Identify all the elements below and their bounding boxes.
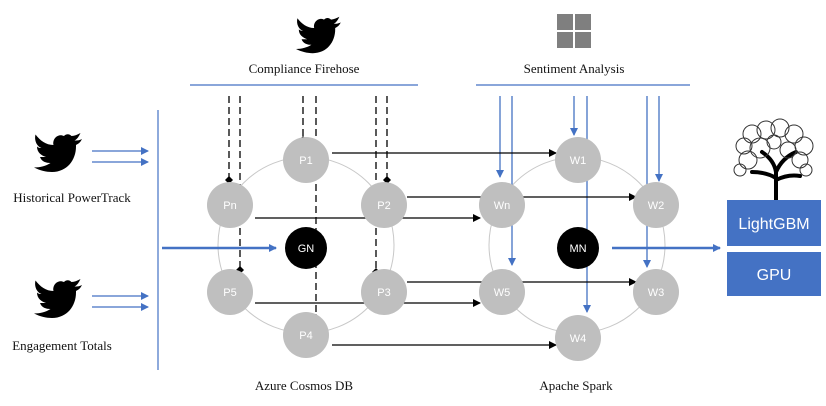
node-p2-label: P2: [377, 200, 390, 212]
spark-nodes: W1 W2 W3 W4 W5 Wn MN: [479, 137, 679, 361]
node-gn-label: GN: [298, 243, 315, 255]
node-w2: [633, 182, 679, 228]
cosmos-label: Azure Cosmos DB: [255, 378, 354, 393]
node-w3: [633, 269, 679, 315]
sentiment-label: Sentiment Analysis: [524, 61, 625, 76]
twitter-icon: [34, 279, 82, 318]
node-w5: [479, 269, 525, 315]
node-wn: [479, 182, 525, 228]
node-w4: [555, 315, 601, 361]
node-p5-label: P5: [223, 287, 236, 299]
lightgbm-label: LightGBM: [738, 216, 809, 233]
tree-icon: [733, 118, 814, 202]
cosmos-nodes: P1 P2 P3 P4 P5 Pn GN: [207, 137, 407, 358]
compliance-label: Compliance Firehose: [249, 61, 360, 76]
node-p1-label: P1: [299, 155, 312, 167]
node-p1: [283, 137, 329, 183]
node-w4-label: W4: [570, 333, 587, 345]
node-p4-label: P4: [299, 330, 312, 342]
historical-label: Historical PowerTrack: [13, 190, 131, 205]
sentiment-arrows: [496, 96, 663, 313]
lightgbm-box: [727, 200, 821, 246]
node-w1-label: W1: [570, 155, 587, 167]
node-w5-label: W5: [494, 287, 511, 299]
node-mn: [557, 227, 599, 269]
node-gn: [285, 227, 327, 269]
node-pn: [207, 182, 253, 228]
node-p3-label: P3: [377, 287, 390, 299]
engagement-label: Engagement Totals: [12, 338, 112, 353]
grid-icon: [557, 14, 591, 48]
node-p5: [207, 269, 253, 315]
node-pn-label: Pn: [223, 200, 236, 212]
node-w1: [555, 137, 601, 183]
twitter-icon: [296, 16, 341, 54]
node-mn-label: MN: [569, 243, 586, 255]
node-w2-label: W2: [648, 200, 665, 212]
node-w3-label: W3: [648, 287, 665, 299]
node-p3: [361, 269, 407, 315]
input-arrows: [92, 147, 149, 311]
gpu-label: GPU: [757, 267, 792, 284]
node-p4: [283, 312, 329, 358]
twitter-icon: [34, 133, 82, 172]
gpu-box: [727, 252, 821, 296]
spark-label: Apache Spark: [539, 378, 613, 393]
node-p2: [361, 182, 407, 228]
node-wn-label: Wn: [494, 200, 511, 212]
